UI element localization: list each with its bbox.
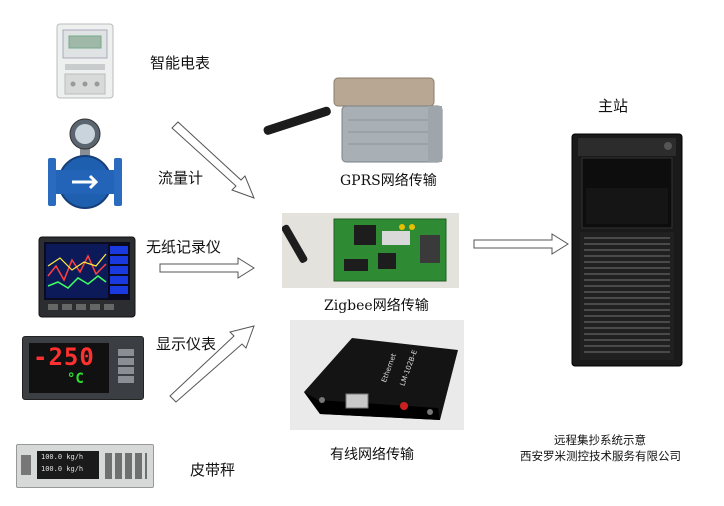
- arrow-zigbee-to-station: [473, 233, 569, 255]
- belt-scale-icon: 100.0 kg/h 100.0 kg/h: [16, 444, 154, 488]
- digital-display-icon: -250 °C: [22, 336, 144, 400]
- arrow-recorder-to-zigbee: [159, 257, 255, 279]
- ethernet-box-svg: [304, 338, 458, 420]
- label-belt-scale: 皮带秤: [190, 461, 236, 479]
- display-buttons: [115, 347, 137, 391]
- arrow-display-to-wired: [169, 325, 255, 403]
- electric-meter-icon: [56, 23, 114, 99]
- label-wired: 有线网络传输: [330, 447, 414, 463]
- label-display-instrument: 显示仪表: [156, 335, 217, 353]
- belt-reading-2: 100.0 kg/h: [41, 465, 84, 473]
- belt-screen: [37, 451, 99, 479]
- zigbee-board-svg: [281, 218, 447, 282]
- arrow-flow-to-gprs: [171, 121, 255, 199]
- label-smart-meter: 智能电表: [150, 54, 211, 72]
- display-reading: -250: [33, 343, 95, 371]
- label-zigbee: Zigbee网络传输: [324, 298, 429, 314]
- caption-system-diagram: 远程集抄系统示意: [554, 433, 646, 447]
- label-main-station: 主站: [598, 97, 629, 115]
- display-screen: [29, 343, 109, 393]
- caption-company-name: 西安罗米测控技术服务有限公司: [520, 449, 681, 463]
- belt-reading-1: 100.0 kg/h: [41, 453, 84, 461]
- zigbee-board-icon: [281, 213, 459, 288]
- display-unit: °C: [67, 371, 84, 387]
- paperless-recorder-icon: [38, 236, 136, 318]
- label-paperless-recorder: 无纸记录仪: [146, 238, 222, 256]
- label-flow-meter: 流量计: [158, 169, 204, 187]
- flow-meter-icon: [48, 118, 122, 209]
- server-tower-icon: [571, 133, 683, 367]
- label-gprs: GPRS网络传输: [340, 173, 437, 189]
- gprs-modem-icon: [263, 77, 443, 163]
- ethernet-converter-icon: Ethernet LM-102B-E: [290, 320, 464, 430]
